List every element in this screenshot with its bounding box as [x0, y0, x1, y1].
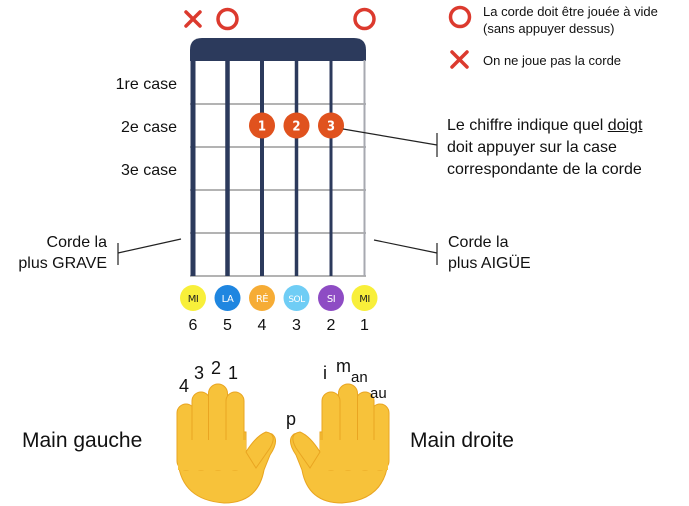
- high-string-line1: Corde la: [448, 234, 509, 251]
- finger-note-pointer: [342, 128, 438, 146]
- string-note-circle: [318, 285, 344, 311]
- high-string-line2: plus AIGÜE: [448, 255, 531, 272]
- right-hand-icon: [290, 383, 390, 504]
- annotation-pointers: [117, 128, 438, 265]
- string-number-4: 4: [257, 317, 267, 334]
- left-finger-label-1: 1: [228, 363, 239, 383]
- string-note-circle: [214, 285, 241, 311]
- left-hand-label: Main gauche: [22, 429, 143, 452]
- finger-dot-number: 2: [292, 120, 300, 135]
- string-number-3: 3: [292, 317, 301, 334]
- string-markers: [184, 7, 376, 31]
- right-finger-label-au: au: [370, 385, 387, 402]
- left-finger-label-4: 4: [179, 376, 190, 396]
- string-note-2: SI: [318, 285, 344, 311]
- string-note-6: MI: [180, 285, 206, 311]
- string-note-circle: [283, 285, 310, 311]
- finger-dots: 1 2 3: [249, 112, 344, 139]
- legend-icons: [448, 5, 472, 69]
- thumb: [245, 431, 274, 469]
- left-finger-label-3: 3: [194, 363, 205, 383]
- string-note-label: SOL: [288, 295, 305, 305]
- palm-fill: [320, 440, 388, 470]
- fretboard: [190, 38, 366, 277]
- open-string-circle-icon: [353, 7, 376, 31]
- right-thumb-label: p: [286, 409, 297, 429]
- string-number-1: 1: [360, 317, 369, 334]
- string-note-label: SI: [327, 294, 335, 305]
- palm-fill: [178, 440, 246, 470]
- high-string-pointer: [373, 239, 438, 254]
- finger-note-line2: doit appuyer sur la case: [447, 139, 617, 156]
- string-number-2: 2: [326, 317, 336, 334]
- high-string-note: Corde la plus AIGÜE: [448, 232, 531, 274]
- muted-string-cross-icon: [184, 10, 202, 28]
- finger-dot: 3: [318, 112, 344, 139]
- string-note-5: LA: [214, 285, 241, 311]
- string-note-4: RÉ: [249, 285, 275, 311]
- low-string-note: Corde la plus GRAVE: [18, 232, 107, 274]
- right-finger-label-an: an: [351, 369, 368, 386]
- string-note-label: MI: [359, 294, 370, 305]
- legend-open-line1: La corde doit être jouée à vide: [483, 4, 658, 19]
- right-finger-label-i: i: [323, 363, 327, 383]
- finger-dot-circle: [249, 112, 275, 139]
- string-note-label: LA: [222, 294, 234, 305]
- low-string-pointer: [117, 238, 182, 254]
- string-note-circle: [249, 285, 275, 311]
- legend-open-line2: (sans appuyer dessus): [483, 21, 615, 36]
- legend-cross-icon: [450, 50, 469, 69]
- string-note-label: RÉ: [256, 292, 268, 305]
- fret-label-1: 1re case: [115, 76, 177, 93]
- finger-note-line3: correspondante de la corde: [447, 161, 642, 178]
- finger-dot-number: 1: [258, 120, 266, 135]
- string-note-circle: [351, 285, 378, 311]
- string-note-circle: [180, 285, 206, 311]
- string-note-label: MI: [188, 294, 199, 305]
- finger-note: Le chiffre indique quel doigt doit appuy…: [447, 115, 642, 181]
- right-finger-label-m: m: [336, 356, 351, 376]
- finger-note-underlined: doigt: [607, 117, 643, 134]
- finger-dot: 2: [283, 112, 310, 139]
- fret-label-2: 2e case: [120, 119, 177, 136]
- legend-circle-icon: [448, 5, 472, 29]
- left-finger-label-2: 2: [211, 358, 222, 378]
- open-string-circle-icon: [216, 7, 239, 31]
- finger-dot-circle: [283, 112, 310, 139]
- low-string-line2: plus GRAVE: [18, 255, 107, 272]
- finger-note-line1: Le chiffre indique quel doigt: [447, 117, 643, 134]
- legend-open-text: La corde doit être jouée à vide (sans ap…: [483, 3, 658, 37]
- finger-dot: 1: [249, 112, 275, 139]
- string-note-circles: MI LA RÉ SOL SI MI: [180, 285, 378, 311]
- low-string-line1: Corde la: [46, 234, 107, 251]
- hands: [176, 383, 390, 504]
- thumb: [292, 431, 321, 469]
- string-number-6: 6: [188, 317, 198, 334]
- finger-dot-circle: [318, 112, 344, 139]
- string-note-3: SOL: [283, 285, 310, 311]
- left-hand-icon: [176, 383, 276, 504]
- nut: [190, 38, 366, 61]
- legend-muted-text: On ne joue pas la corde: [483, 53, 622, 68]
- string-number-5: 5: [223, 317, 232, 334]
- fret-label-3: 3e case: [120, 162, 177, 179]
- string-note-1: MI: [351, 285, 378, 311]
- right-hand-label: Main droite: [410, 429, 514, 452]
- finger-dot-number: 3: [327, 120, 335, 135]
